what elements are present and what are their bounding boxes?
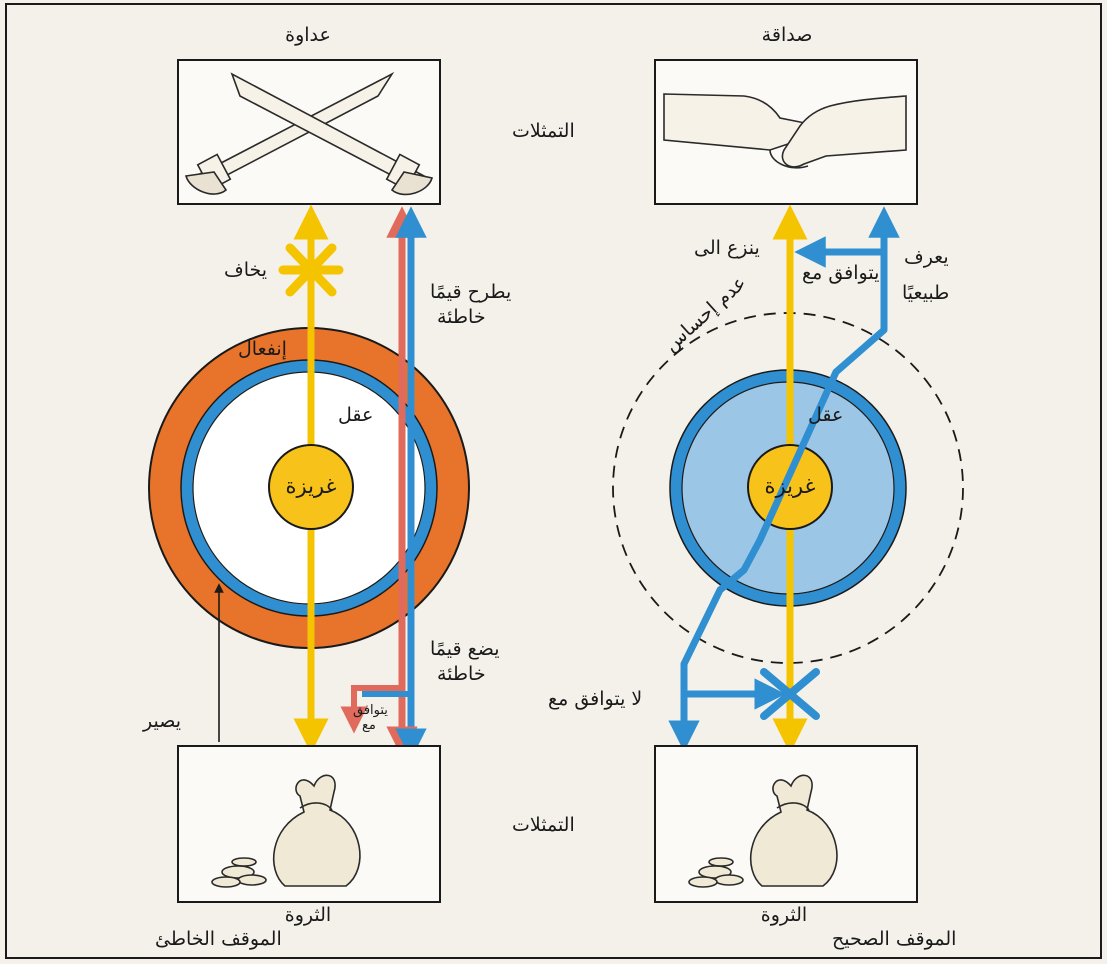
fears-label: يخاف	[224, 259, 267, 283]
wealth-right-label: الثروة	[744, 904, 824, 928]
friendship-label: صداقة	[742, 24, 832, 48]
agrees-with-small-label-2: مع	[362, 718, 376, 734]
right-attitude-label: الموقف الصحيح	[832, 928, 956, 952]
knows-label-2: طبيعيًا	[902, 282, 949, 306]
agrees-with-label: يتوافق مع	[802, 262, 879, 286]
mind-right-label: عقل	[808, 404, 843, 428]
enmity-label: عداوة	[268, 24, 348, 48]
poses-wrong-values-label-1: يطرح قيمًا	[430, 281, 511, 305]
does-not-agree-with-label: لا يتوافق مع	[548, 688, 642, 712]
wealth-left-label: الثروة	[268, 904, 348, 928]
tends-to-label: ينزع الى	[694, 237, 760, 261]
poses-wrong-values-label-2: خاطئة	[437, 306, 486, 330]
representations-bottom-label: التمثلات	[512, 814, 575, 838]
emotion-label: إنفعال	[238, 338, 287, 362]
becomes-label: يصير	[143, 710, 181, 734]
sets-wrong-values-label-2: خاطئة	[437, 663, 486, 687]
knows-label-1: يعرف	[904, 246, 949, 270]
instinct-left-label: غريزة	[271, 473, 351, 499]
agrees-with-small-label-1: يتوافق	[353, 703, 388, 719]
mind-left-label: عقل	[338, 404, 373, 428]
instinct-right-label: غريزة	[750, 473, 830, 499]
wrong-attitude-label: الموقف الخاطئ	[155, 928, 282, 952]
sets-wrong-values-label-1: يضع قيمًا	[430, 638, 500, 662]
representations-top-label: التمثلات	[512, 120, 575, 144]
